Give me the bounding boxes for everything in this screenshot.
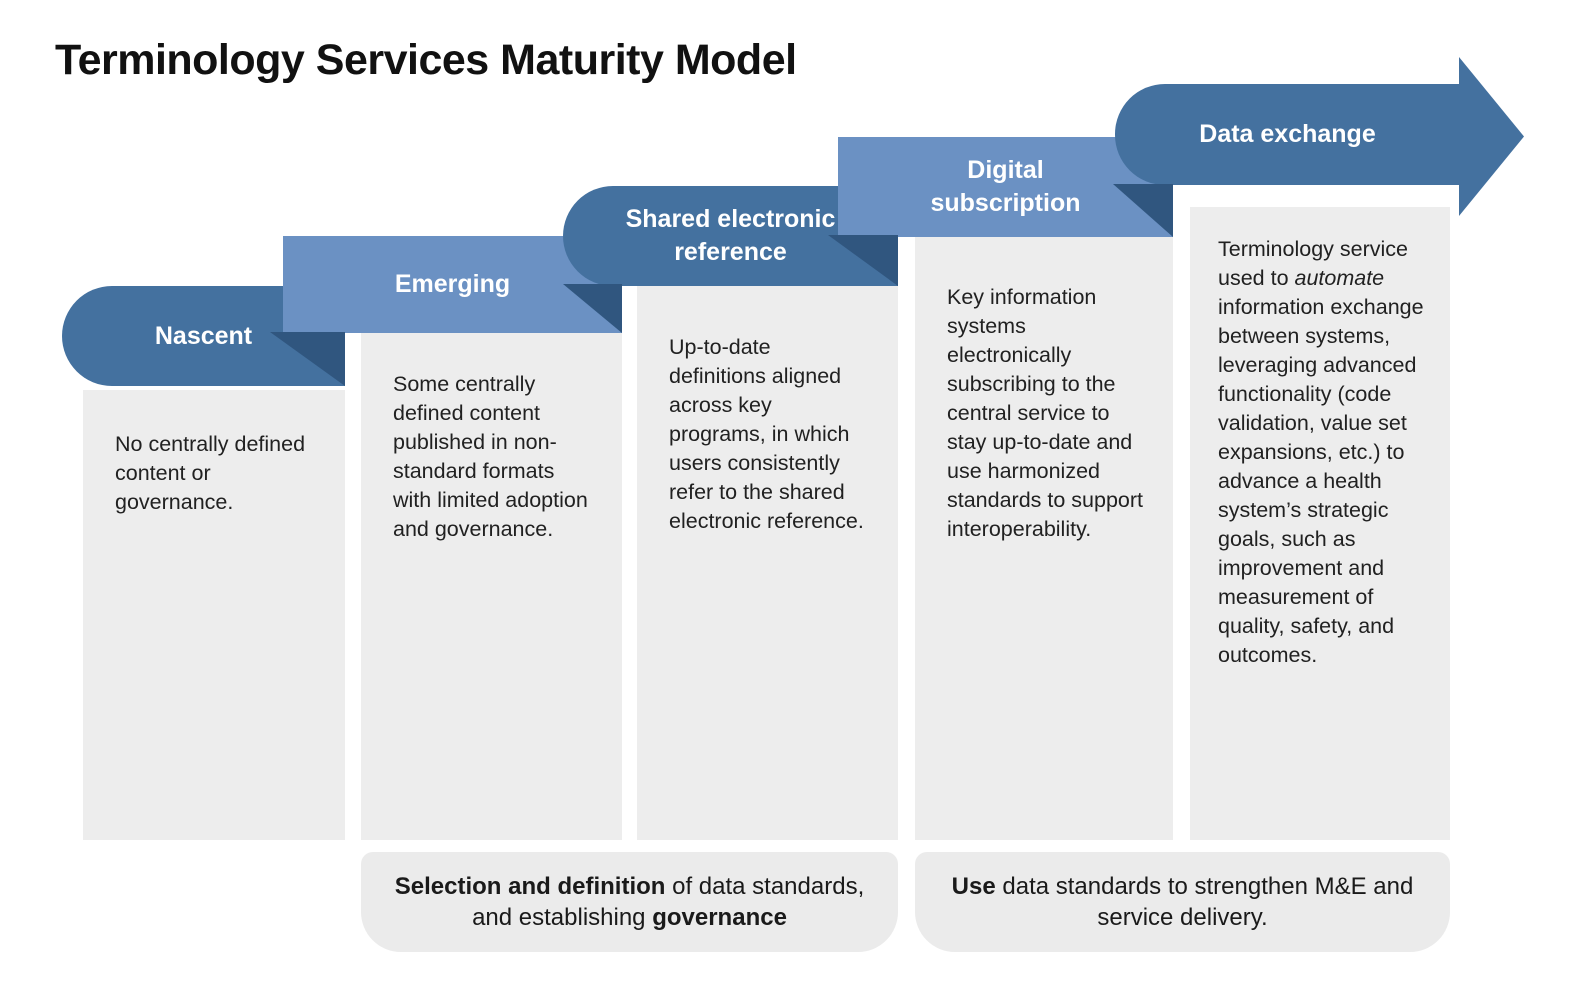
stage-label-nascent: Nascent [154, 321, 253, 350]
page-title: Terminology Services Maturity Model [55, 36, 797, 84]
stage-label-shared-electronic-reference: Shared electronic reference [625, 205, 836, 266]
stage-description-nascent: No centrally defined content or governan… [115, 432, 306, 514]
footer-note-use-standards: Use data standards to strengthen M&E and… [915, 852, 1450, 952]
stage-description-digital-subscription: Key information systems electronically s… [947, 285, 1144, 541]
stage-label-digital-subscription: Digital subscription [930, 156, 1081, 217]
stage-banner-data-exchange: Data exchange [1115, 84, 1460, 185]
stage-description-data-exchange: Terminology service used to automate inf… [1218, 237, 1424, 667]
stage-column-shared-electronic-reference: Up-to-date definitions aligned across ke… [637, 286, 898, 840]
arrow-head-icon [1459, 57, 1524, 216]
stage-description-emerging: Some centrally defined content published… [393, 372, 588, 541]
footer-text-use-standards: Use data standards to strengthen M&E and… [951, 873, 1414, 931]
stage-column-data-exchange: Terminology service used to automate inf… [1190, 207, 1450, 840]
stage-label-data-exchange: Data exchange [1199, 120, 1376, 148]
stage-column-emerging: Some centrally defined content published… [361, 333, 622, 840]
stage-column-nascent: No centrally defined content or governan… [83, 390, 345, 840]
stage-column-digital-subscription: Key information systems electronically s… [915, 237, 1173, 840]
stage-banner-shared-electronic-reference: Shared electronic reference [563, 186, 898, 286]
stage-label-emerging: Emerging [394, 270, 511, 298]
footer-note-selection-definition: Selection and definition of data standar… [361, 852, 898, 952]
footer-text-selection-definition: Selection and definition of data standar… [394, 873, 865, 931]
stage-description-shared-electronic-reference: Up-to-date definitions aligned across ke… [669, 335, 864, 533]
